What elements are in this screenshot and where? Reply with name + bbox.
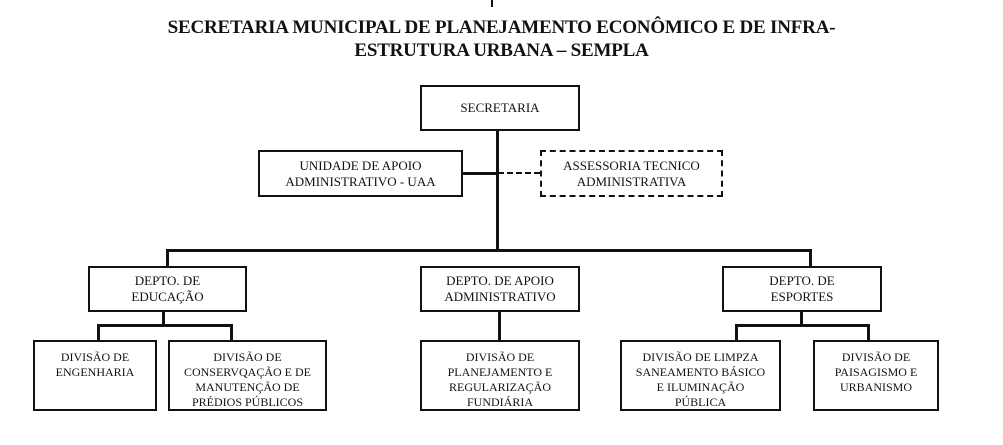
connector-engenharia [97,324,100,341]
connector-esportes-down [800,311,803,325]
node-label: ESPORTES [770,289,834,304]
node-div-paisagismo: DIVISÃO DE PAISAGISMO E URBANISMO [813,340,939,411]
node-uaa: UNIDADE DE APOIO ADMINISTRATIVO - UAA [258,150,463,197]
chart-title-line1: SECRETARIA MUNICIPAL DE PLANEJAMENTO ECO… [167,17,836,38]
node-assessoria: ASSESSORIA TECNICO ADMINISTRATIVA [540,150,723,197]
connector-esportes-branch [735,324,869,327]
node-dept-educacao: DEPTO. DE EDUCAÇÃO [88,266,247,312]
connector-limpeza [735,324,738,341]
node-label: DIVISÃO DE [465,350,535,364]
connector-paisagismo [867,324,870,341]
node-label: PRÉDIOS PÚBLICOS [191,395,304,409]
node-label: DEPTO. DE [769,273,835,288]
node-label: SECRETARIA [460,100,540,115]
node-label: DIVISÃO DE [213,350,282,364]
node-label: ADMINISTRATIVA [576,173,687,189]
node-label: PLANEJAMENTO E [447,365,553,379]
node-label: DIVISÃO DE [60,350,130,364]
node-label: EDUCAÇÃO [131,289,204,304]
node-label: PÚBLICA [674,395,727,409]
connector-dept-horizontal [166,249,811,252]
node-dept-esportes: DEPTO. DE ESPORTES [722,266,882,312]
connector-educacao-down [162,311,165,325]
node-label: ASSESSORIA TECNICO [563,157,700,173]
top-mark [491,0,493,7]
connector-main-vertical [496,130,499,252]
node-label: URBANISMO [839,380,912,394]
node-label: ENGENHARIA [55,365,135,379]
node-label: DIVISÃO DE [841,350,911,364]
node-div-conservacao: DIVISÃO DE CONSERVQAÇÃO E DE MANUTENÇÃO … [168,340,327,411]
node-label: DIVISÃO DE LIMPZA [642,350,759,364]
node-label: MANUTENÇÃO DE [195,380,300,394]
chart-title-line2: ESTRUTURA URBANA – SEMPLA [354,40,649,61]
connector-esportes [809,249,812,267]
node-label: UNIDADE DE APOIO [299,157,422,173]
connector-conservacao [230,324,233,341]
node-label: ADMINISTRATIVO [444,289,556,304]
node-label: SANEAMENTO BÁSICO [635,365,766,379]
connector-educacao [166,249,169,267]
node-label: DEPTO. DE APOIO [446,273,554,288]
connector-uaa [462,172,497,175]
node-label: E ILUMINAÇÃO [656,380,745,394]
node-label: PAISAGISMO E [834,365,918,379]
node-label: ADMINISTRATIVO - UAA [285,173,436,189]
node-dept-apoio: DEPTO. DE APOIO ADMINISTRATIVO [420,266,580,312]
node-div-planejamento: DIVISÃO DE PLANEJAMENTO E REGULARIZAÇÃO … [420,340,580,411]
connector-planejamento [498,311,501,341]
node-label: CONSERVQAÇÃO E DE [183,365,312,379]
connector-assessoria-dashed [498,172,540,174]
node-label: DEPTO. DE [134,273,201,288]
node-div-engenharia: DIVISÃO DE ENGENHARIA [33,340,157,411]
node-div-limpeza: DIVISÃO DE LIMPZA SANEAMENTO BÁSICO E IL… [620,340,781,411]
node-label: REGULARIZAÇÃO [449,380,551,394]
node-label: FUNDIÁRIA [467,395,533,409]
connector-educacao-branch [97,324,232,327]
node-secretaria: SECRETARIA [420,85,580,131]
